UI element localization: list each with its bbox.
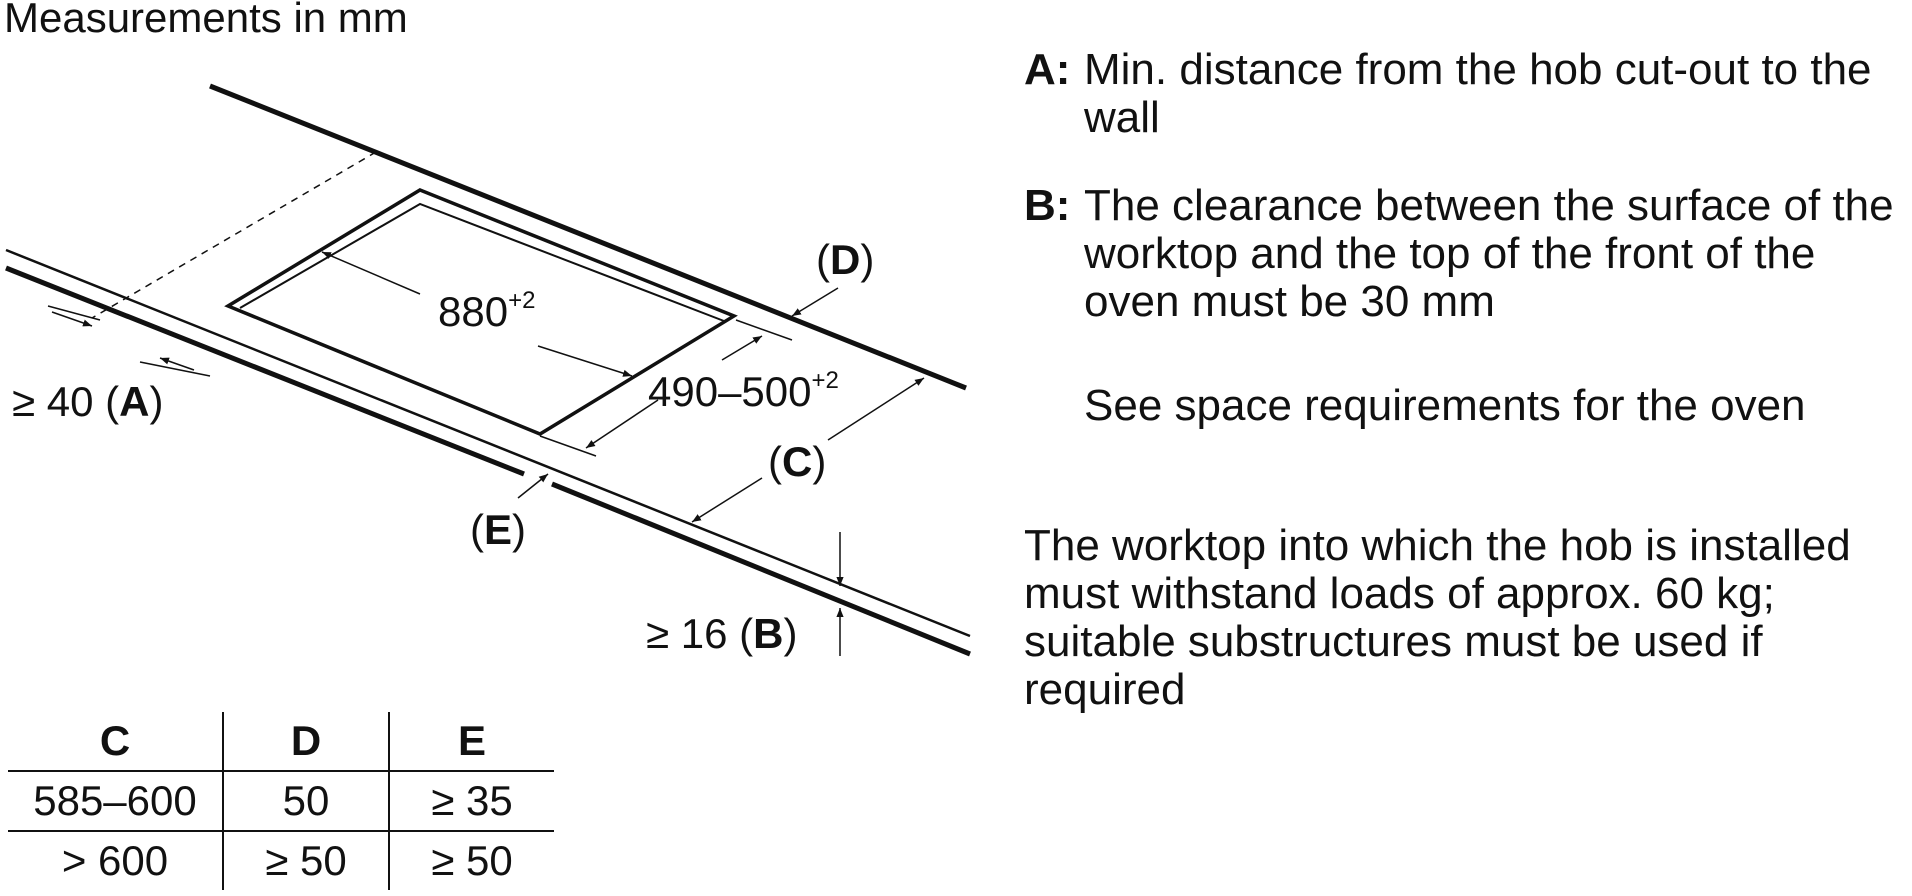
dim-a-extension-line [139, 361, 211, 377]
table-cell: ≥ 50 [388, 831, 554, 890]
cutout-width-label: 880+2 [438, 287, 535, 335]
measurements-caption: Measurements in mm [4, 0, 408, 41]
dim-c-arrow-upper [827, 377, 925, 441]
wall-reference-line [91, 151, 377, 319]
hob-cutout-outer [224, 188, 738, 436]
note-b-text: The clearance between the surface of the… [1084, 181, 1894, 326]
table-header-c: C [8, 712, 223, 772]
table-header-row: C D E [8, 712, 554, 772]
width-dimension-arrow-right [537, 345, 633, 377]
table-cell: ≥ 35 [388, 771, 554, 832]
hob-cutout-inner [239, 202, 725, 322]
table-cell: 50 [222, 771, 389, 832]
dim-a-label: ≥ 40 (A) [12, 378, 163, 425]
dim-b-label: ≥ 16 (B) [646, 610, 797, 657]
dim-a-arrow-left [51, 311, 93, 327]
table-cell: ≥ 50 [222, 831, 389, 890]
cutout-depth-label: 490–500+2 [648, 367, 839, 415]
dim-e-label: (E) [470, 506, 526, 553]
note-a-text: Min. distance from the hob cut-out to th… [1084, 45, 1872, 142]
note-a-key: A: [1024, 45, 1071, 94]
table-cell: > 600 [61, 837, 169, 884]
depth-extension-line-1 [735, 319, 793, 341]
notes-panel: A: Min. distance from the hob cut-out to… [1024, 46, 1904, 754]
dim-e-arrow [517, 473, 549, 499]
depth-dimension-arrow-top [721, 335, 763, 361]
width-dimension-arrow-left [321, 251, 421, 295]
worktop-back-edge [209, 83, 967, 391]
table-row: 585–600 50 ≥ 35 [8, 771, 554, 832]
depth-extension-line-2 [539, 435, 597, 457]
oven-note: See space requirements for the oven [1024, 382, 1904, 430]
dim-a-extension-line-2 [47, 305, 101, 321]
note-a: A: Min. distance from the hob cut-out to… [1024, 46, 1904, 142]
load-note-text: The worktop into which the hob is instal… [1024, 521, 1851, 714]
dimension-table: C D E 585–600 50 ≥ 35 > 600 ≥ 50 ≥ 50 [8, 712, 554, 890]
worktop-front-bottom-edge-2 [551, 481, 971, 657]
table-row: > 600 ≥ 50 ≥ 50 [8, 831, 554, 890]
note-b-key: B: [1024, 181, 1071, 230]
table-header-d: D [222, 712, 389, 772]
table-cell: 585–600 [8, 771, 223, 832]
note-b: B: The clearance between the surface of … [1024, 182, 1904, 326]
table-header-e: E [388, 712, 554, 772]
depth-dimension-arrow-bottom [585, 399, 659, 449]
worktop-front-top-edge [5, 248, 971, 638]
dim-a-arrow-right [159, 357, 195, 371]
dim-d-label: (D) [816, 236, 874, 283]
oven-note-text: See space requirements for the oven [1084, 381, 1806, 430]
dim-d-arrow [791, 287, 839, 317]
worktop-front-bottom-edge [5, 265, 525, 477]
dim-c-arrow-lower [691, 477, 763, 523]
load-note: The worktop into which the hob is instal… [1024, 522, 1904, 714]
dim-c-label: (C) [768, 438, 826, 485]
